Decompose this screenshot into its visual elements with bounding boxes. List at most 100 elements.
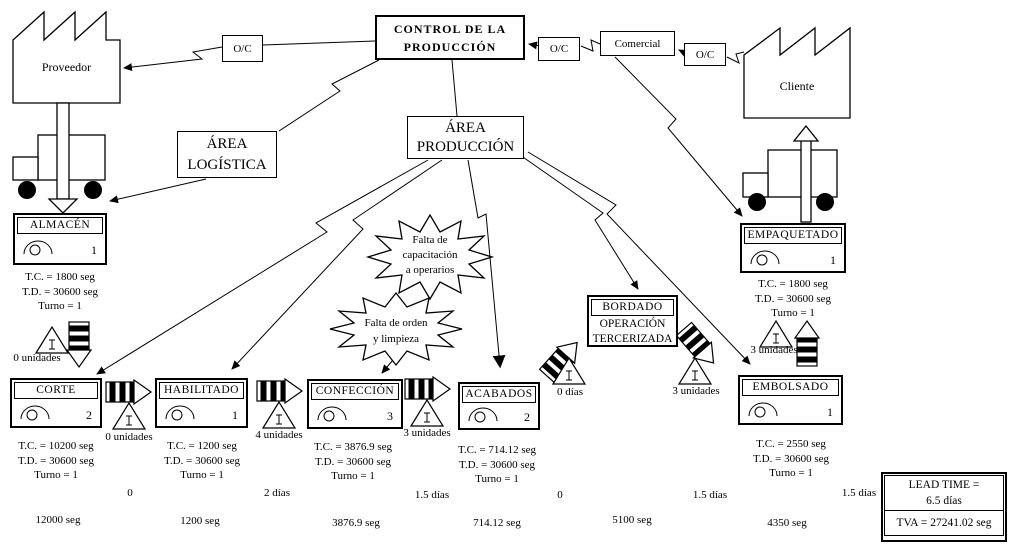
operator-count: 1	[91, 243, 97, 257]
supplier-factory-icon	[12, 10, 121, 104]
timeline-dias-5: 1.5 días	[692, 489, 728, 501]
logistica-to-almacen-arrow	[109, 178, 207, 204]
control-to-produccion-line	[451, 59, 458, 117]
operator-icon	[20, 405, 50, 421]
control-produccion-box: CONTROL DE LA PRODUCCIÓN	[375, 15, 525, 60]
process-title: CORTE	[14, 382, 98, 399]
supplier-truck-icon	[12, 134, 106, 199]
stats-almacen: T.C. = 1800 seg T.D. = 30600 seg Turno =…	[22, 271, 98, 312]
push-arrow-habilitado-confeccion	[256, 378, 303, 404]
comercial-to-empaquetado-arrow	[614, 56, 743, 217]
process-title: HABILITADO	[159, 382, 244, 399]
inventory-label-embolsado: 3 unidades	[750, 344, 798, 356]
stats-habilitado: T.C. = 1200 seg T.D. = 30600 seg Turno =…	[164, 440, 240, 481]
area-logistica-box: ÁREA LOGÍSTICA	[177, 131, 277, 178]
process-box-embolsado: EMBOLSADO 1	[738, 375, 843, 425]
process-title: ACABADOS	[462, 386, 536, 403]
push-arrow-confeccion-acabados	[404, 376, 451, 402]
timeline-seg-6: 4350 seg	[767, 517, 807, 529]
operator-count: 1	[827, 405, 833, 419]
process-title: CONFECCIÓN	[311, 383, 399, 400]
process-box-almacen: ALMACÉN 1	[13, 213, 107, 265]
inventory-label-bordado: 3 unidades	[672, 385, 720, 397]
inventory-triangle-confeccion	[410, 399, 444, 427]
produccion-to-bordado-arrow	[519, 154, 639, 290]
inventory-label-almacen: 0 unidades	[13, 352, 61, 364]
cliente-to-oc-line	[726, 51, 745, 64]
inventory-label-corte: 0 unidades	[105, 431, 153, 443]
inventory-triangle-habilitado	[262, 401, 296, 429]
operator-icon	[748, 402, 778, 418]
operator-icon	[468, 407, 498, 423]
inventory-triangle-corte	[112, 402, 146, 430]
burst-orden-label: Falta de orden y limpieza	[364, 317, 428, 345]
push-arrow-corte-habilitado	[105, 379, 152, 405]
operator-count: 3	[387, 409, 393, 423]
leadtime-box: LEAD TIME = 6.5 días TVA = 27241.02 seg	[881, 472, 1007, 542]
timeline-dias-1: 0	[127, 487, 133, 499]
oc-box-cliente: O/C	[684, 43, 726, 66]
process-title: ALMACÉN	[17, 217, 103, 234]
control-to-logistica-line	[278, 59, 380, 132]
inventory-label-acabados: 0 días	[557, 386, 583, 398]
operator-icon	[317, 406, 347, 422]
process-box-habilitado: HABILITADO 1	[155, 378, 248, 428]
inventory-triangle-almacen	[35, 326, 69, 354]
stats-acabados: T.C. = 714.12 seg T.D. = 30600 seg Turno…	[457, 444, 537, 485]
tva-value: TVA = 27241.02 seg	[884, 510, 1004, 536]
bordado-title: BORDADO	[591, 299, 674, 316]
produccion-to-acabados-arrow	[467, 159, 506, 369]
proveedor-label: Proveedor	[41, 60, 92, 74]
customer-factory-icon	[743, 26, 851, 119]
produccion-to-embolsado-arrow	[527, 151, 751, 365]
stats-confeccion: T.C. = 3876.9 seg T.D. = 30600 seg Turno…	[313, 441, 393, 482]
stats-empaquetado: T.C. = 1800 seg T.D. = 30600 seg Turno =…	[755, 278, 831, 319]
customer-truck-icon	[742, 149, 838, 211]
inventory-label-habilitado: 4 unidades	[255, 429, 303, 441]
cliente-label: Cliente	[779, 79, 815, 93]
timeline-dias-4: 0	[557, 489, 563, 501]
process-box-confeccion: CONFECCIÓN 3	[307, 379, 403, 429]
burst-capacitacion-shape	[365, 213, 495, 301]
process-box-corte: CORTE 2	[10, 378, 102, 428]
operator-count: 2	[86, 408, 92, 422]
timeline-dias-3: 1.5 días	[414, 489, 450, 501]
produccion-to-corte-arrow	[96, 159, 429, 375]
burst-to-confeccion-arrow	[381, 359, 394, 374]
process-box-acabados: ACABADOS 2	[458, 382, 540, 430]
operator-icon	[23, 240, 53, 256]
process-title: EMPAQUETADO	[744, 227, 842, 244]
timeline-seg-3: 3876.9 seg	[332, 517, 380, 529]
operator-icon	[750, 250, 780, 266]
inbound-shipment-arrow	[47, 102, 79, 214]
outbound-shipment-arrow	[792, 124, 820, 223]
timeline-dias-2: 2 días	[264, 487, 290, 499]
info-flow-lines	[96, 39, 751, 375]
control-line2: PRODUCCIÓN	[403, 40, 497, 54]
comercial-box: Comercial	[600, 31, 675, 56]
operator-count: 1	[232, 408, 238, 422]
timeline-seg-1: 12000 seg	[35, 514, 81, 526]
leadtime-value: LEAD TIME = 6.5 días	[884, 475, 1004, 510]
burst-capacitacion-label: Falta de capacitación a operarios	[402, 234, 458, 276]
oc-box-control: O/C	[538, 37, 580, 61]
operator-icon	[165, 405, 195, 421]
oc-box-supplier: O/C	[222, 35, 263, 62]
timeline-dias-6: 1.5 días	[841, 487, 877, 499]
process-box-empaquetado: EMPAQUETADO 1	[740, 223, 846, 273]
inventory-label-confeccion: 3 unidades	[403, 427, 451, 439]
comercial-to-oc-line	[580, 39, 601, 52]
process-title: EMBOLSADO	[742, 379, 839, 396]
stats-embolsado: T.C. = 2550 seg T.D. = 30600 seg Turno =…	[753, 438, 829, 479]
burst-orden-shape	[329, 291, 463, 367]
timeline-seg-2: 1200 seg	[180, 515, 220, 527]
area-produccion-box: ÁREA PRODUCCIÓN	[407, 116, 524, 159]
operator-count: 2	[524, 410, 530, 424]
control-line1: CONTROL DE LA	[393, 22, 507, 36]
inventory-triangle-bordado	[678, 357, 712, 385]
operator-count: 1	[830, 253, 836, 267]
bordado-box: BORDADO OPERACIÓN TERCERIZADA	[587, 295, 678, 347]
timeline-seg-4: 714.12 seg	[473, 517, 521, 529]
